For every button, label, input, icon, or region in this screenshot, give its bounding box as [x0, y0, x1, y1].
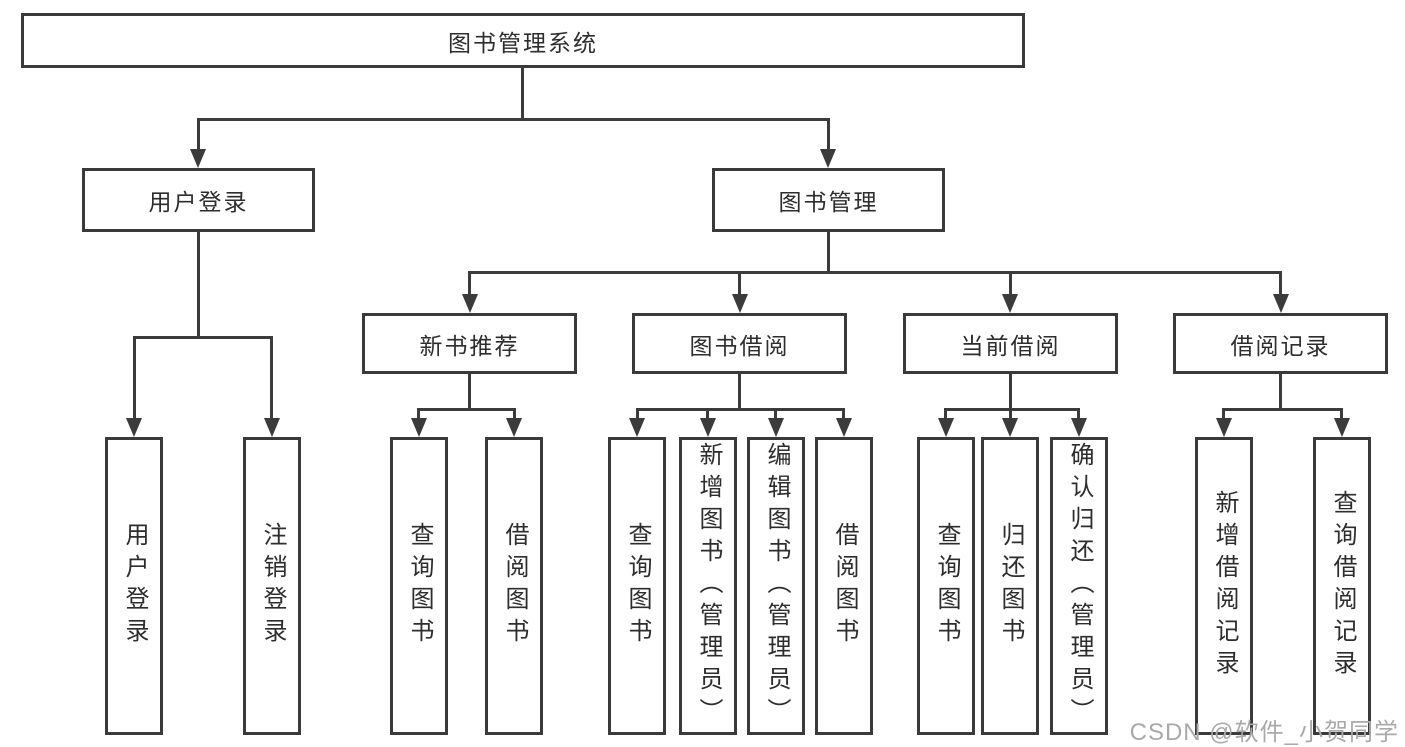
leaf-borrow-add: 新增图书（管理员） — [679, 437, 737, 735]
connector-line — [774, 408, 777, 422]
connector-line — [1279, 271, 1282, 297]
arrowhead-down-icon — [768, 418, 784, 437]
connector-line — [133, 336, 136, 422]
node-new-book: 新书推荐 — [362, 313, 577, 374]
arrowhead-down-icon — [264, 418, 280, 437]
node-book-management-label: 图书管理 — [778, 189, 879, 215]
connector-line — [1222, 408, 1343, 411]
node-borrow: 图书借阅 — [632, 313, 847, 374]
arrowhead-down-icon — [190, 149, 206, 168]
connector-line — [197, 118, 200, 154]
leaf-borrow-query-label: 查询图书 — [624, 522, 651, 650]
leaf-borrow-edit: 编辑图书（管理员） — [747, 437, 805, 735]
arrowhead-down-icon — [1273, 294, 1289, 313]
arrowhead-down-icon — [836, 418, 852, 437]
connector-line — [1009, 408, 1012, 422]
arrowhead-down-icon — [126, 418, 142, 437]
leaf-user-login: 用户登录 — [105, 437, 163, 735]
connector-line — [513, 408, 516, 422]
connector-line — [468, 374, 471, 408]
arrowhead-down-icon — [506, 418, 522, 437]
node-borrow-label: 图书借阅 — [689, 332, 790, 359]
leaf-borrow-query: 查询图书 — [608, 437, 666, 735]
connector-line — [738, 271, 741, 297]
leaf-current-return-label: 归还图书 — [997, 522, 1024, 650]
arrowhead-down-icon — [700, 418, 716, 437]
arrowhead-down-icon — [1071, 418, 1087, 437]
connector-line — [1009, 374, 1012, 408]
connector-line — [1009, 271, 1012, 297]
node-user-login: 用户登录 — [82, 168, 315, 232]
arrowhead-down-icon — [820, 149, 836, 168]
node-root-label: 图书管理系统 — [448, 29, 598, 56]
connector-line — [197, 232, 200, 339]
connector-line — [842, 408, 845, 422]
leaf-logout-label: 注销登录 — [259, 522, 286, 650]
connector-line — [827, 232, 830, 271]
node-user-login-label: 用户登录 — [148, 189, 249, 215]
node-book-management: 图书管理 — [712, 168, 945, 232]
csdn-watermark: CSDN @软件_小贺同学 — [1129, 719, 1399, 746]
leaf-borrow-add-label: 新增图书（管理员） — [695, 442, 722, 730]
connector-line — [468, 271, 1282, 274]
leaf-current-query: 查询图书 — [917, 437, 975, 735]
leaf-records-add-label: 新增借阅记录 — [1211, 490, 1238, 682]
leaf-newbook-borrow: 借阅图书 — [485, 437, 543, 735]
leaf-current-return: 归还图书 — [981, 437, 1039, 735]
leaf-records-query-label: 查询借阅记录 — [1329, 490, 1356, 682]
arrowhead-down-icon — [1002, 418, 1018, 437]
leaf-borrow-edit-label: 编辑图书（管理员） — [763, 442, 790, 730]
leaf-current-confirm: 确认归还（管理员） — [1050, 437, 1108, 735]
arrowhead-down-icon — [938, 418, 954, 437]
connector-line — [738, 374, 741, 408]
leaf-newbook-query: 查询图书 — [390, 437, 448, 735]
connector-line — [1222, 408, 1225, 422]
connector-line — [270, 336, 273, 422]
connector-line — [1077, 408, 1080, 422]
leaf-records-query: 查询借阅记录 — [1313, 437, 1371, 735]
connector-line — [197, 118, 830, 121]
leaf-current-query-label: 查询图书 — [933, 522, 960, 650]
node-new-book-label: 新书推荐 — [419, 332, 520, 359]
connector-line — [133, 336, 273, 339]
leaf-newbook-query-label: 查询图书 — [406, 522, 433, 650]
node-current-label: 当前借阅 — [960, 332, 1061, 359]
connector-line — [417, 408, 420, 422]
leaf-current-confirm-label: 确认归还（管理员） — [1066, 442, 1093, 730]
connector-line — [636, 408, 639, 422]
node-current: 当前借阅 — [903, 313, 1118, 374]
connector-line — [468, 271, 471, 297]
connector-line — [417, 408, 516, 411]
leaf-records-add: 新增借阅记录 — [1195, 437, 1253, 735]
connector-line — [944, 408, 947, 422]
connector-line — [827, 118, 830, 154]
connector-line — [1279, 374, 1282, 408]
leaf-borrow-borrow-label: 借阅图书 — [831, 522, 858, 650]
arrowhead-down-icon — [1334, 418, 1350, 437]
node-records: 借阅记录 — [1173, 313, 1388, 374]
connector-line — [521, 68, 524, 118]
connector-line — [706, 408, 709, 422]
arrowhead-down-icon — [629, 418, 645, 437]
leaf-borrow-borrow: 借阅图书 — [815, 437, 873, 735]
arrowhead-down-icon — [411, 418, 427, 437]
arrowhead-down-icon — [732, 294, 748, 313]
node-root: 图书管理系统 — [21, 13, 1025, 68]
connector-line — [636, 408, 845, 411]
connector-line — [944, 408, 1080, 411]
node-records-label: 借阅记录 — [1230, 332, 1331, 359]
leaf-user-login-label: 用户登录 — [121, 522, 148, 650]
connector-line — [1340, 408, 1343, 422]
arrowhead-down-icon — [462, 294, 478, 313]
arrowhead-down-icon — [1002, 294, 1018, 313]
leaf-logout: 注销登录 — [243, 437, 301, 735]
leaf-newbook-borrow-label: 借阅图书 — [501, 522, 528, 650]
arrowhead-down-icon — [1216, 418, 1232, 437]
